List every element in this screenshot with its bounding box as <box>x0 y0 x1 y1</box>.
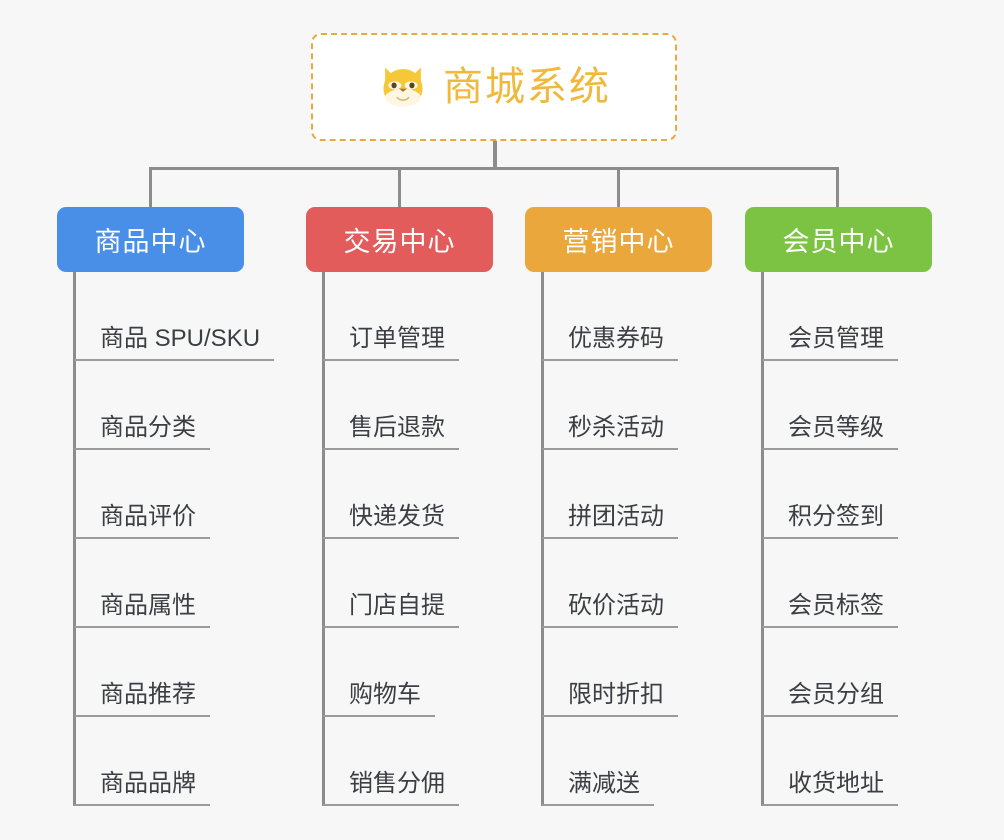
branch-column-2: 交易中心 订单管理 售后退款 快递发货 门店自提 购物车 销售分佣 <box>306 207 493 806</box>
leaf-label: 秒杀活动 <box>568 414 664 441</box>
list-item[interactable]: 会员分组 <box>745 628 932 717</box>
leaf-label: 商品 SPU/SKU <box>100 325 261 352</box>
connector-drop-1 <box>149 167 152 209</box>
connector-horizontal-bus <box>150 167 838 170</box>
list-item[interactable]: 砍价活动 <box>525 539 712 628</box>
branch-header-label: 交易中心 <box>343 227 456 257</box>
leaf-label: 会员分组 <box>788 681 884 708</box>
leaf-label: 商品属性 <box>100 592 196 619</box>
list-item[interactable]: 售后退款 <box>306 361 493 450</box>
list-item[interactable]: 会员标签 <box>745 539 932 628</box>
leaf-label: 快递发货 <box>349 503 445 530</box>
list-item[interactable]: 秒杀活动 <box>525 361 712 450</box>
leaf-label: 购物车 <box>349 681 421 708</box>
list-item[interactable]: 满减送 <box>525 717 712 806</box>
connector-drop-2 <box>398 167 401 209</box>
leaf-label: 拼团活动 <box>568 503 664 530</box>
branch-header-label: 营销中心 <box>562 227 675 257</box>
list-item[interactable]: 商品分类 <box>57 361 274 450</box>
list-item[interactable]: 会员等级 <box>745 361 932 450</box>
list-item[interactable]: 拼团活动 <box>525 450 712 539</box>
leaf-label: 会员标签 <box>788 592 884 619</box>
list-item[interactable]: 商品品牌 <box>57 717 274 806</box>
branch-header-1[interactable]: 商品中心 <box>57 207 244 272</box>
leaf-label: 售后退款 <box>349 414 445 441</box>
branch-column-3: 营销中心 优惠券码 秒杀活动 拼团活动 砍价活动 限时折扣 满减送 <box>525 207 712 806</box>
leaf-label: 满减送 <box>568 770 640 797</box>
root-title: 商城系统 <box>443 65 611 109</box>
list-item[interactable]: 优惠券码 <box>525 272 712 361</box>
shiba-dog-face-icon <box>383 67 423 107</box>
leaf-label: 限时折扣 <box>568 681 664 708</box>
leaf-label: 销售分佣 <box>349 770 445 797</box>
list-item[interactable]: 收货地址 <box>745 717 932 806</box>
branch-spine-2 <box>322 272 325 806</box>
list-item[interactable]: 商品评价 <box>57 450 274 539</box>
list-item[interactable]: 会员管理 <box>745 272 932 361</box>
leaf-label: 会员等级 <box>788 414 884 441</box>
leaf-label: 门店自提 <box>349 592 445 619</box>
branch-header-3[interactable]: 营销中心 <box>525 207 712 272</box>
leaf-label: 优惠券码 <box>568 325 664 352</box>
list-item[interactable]: 积分签到 <box>745 450 932 539</box>
branch-header-label: 商品中心 <box>94 227 207 257</box>
branch-spine-1 <box>73 272 76 806</box>
branch-header-2[interactable]: 交易中心 <box>306 207 493 272</box>
list-item[interactable]: 订单管理 <box>306 272 493 361</box>
connector-root-stem <box>493 141 497 170</box>
leaf-label: 订单管理 <box>349 325 445 352</box>
branch-spine-3 <box>541 272 544 806</box>
list-item[interactable]: 快递发货 <box>306 450 493 539</box>
leaf-label: 商品品牌 <box>100 770 196 797</box>
list-item[interactable]: 门店自提 <box>306 539 493 628</box>
branch-header-4[interactable]: 会员中心 <box>745 207 932 272</box>
list-item[interactable]: 限时折扣 <box>525 628 712 717</box>
leaf-label: 收货地址 <box>788 770 884 797</box>
list-item[interactable]: 购物车 <box>306 628 493 717</box>
list-item[interactable]: 商品 SPU/SKU <box>57 272 275 361</box>
branch-column-1: 商品中心 商品 SPU/SKU 商品分类 商品评价 商品属性 商品推荐 商品品牌 <box>57 207 275 806</box>
branch-items-2: 订单管理 售后退款 快递发货 门店自提 购物车 销售分佣 <box>306 272 493 806</box>
leaf-label: 砍价活动 <box>568 592 664 619</box>
leaf-label: 积分签到 <box>788 503 884 530</box>
connector-drop-4 <box>836 167 839 209</box>
list-item[interactable]: 商品属性 <box>57 539 274 628</box>
leaf-label: 商品评价 <box>100 503 196 530</box>
root-node[interactable]: 商城系统 <box>311 33 677 141</box>
branch-items-3: 优惠券码 秒杀活动 拼团活动 砍价活动 限时折扣 满减送 <box>525 272 712 806</box>
branch-spine-4 <box>761 272 764 806</box>
list-item[interactable]: 销售分佣 <box>306 717 493 806</box>
branch-header-label: 会员中心 <box>782 227 895 257</box>
leaf-label: 会员管理 <box>788 325 884 352</box>
leaf-label: 商品分类 <box>100 414 196 441</box>
branch-column-4: 会员中心 会员管理 会员等级 积分签到 会员标签 会员分组 收货地址 <box>745 207 932 806</box>
branch-items-4: 会员管理 会员等级 积分签到 会员标签 会员分组 收货地址 <box>745 272 932 806</box>
branch-items-1: 商品 SPU/SKU 商品分类 商品评价 商品属性 商品推荐 商品品牌 <box>57 272 275 806</box>
leaf-label: 商品推荐 <box>100 681 196 708</box>
connector-drop-3 <box>617 167 620 209</box>
list-item[interactable]: 商品推荐 <box>57 628 274 717</box>
